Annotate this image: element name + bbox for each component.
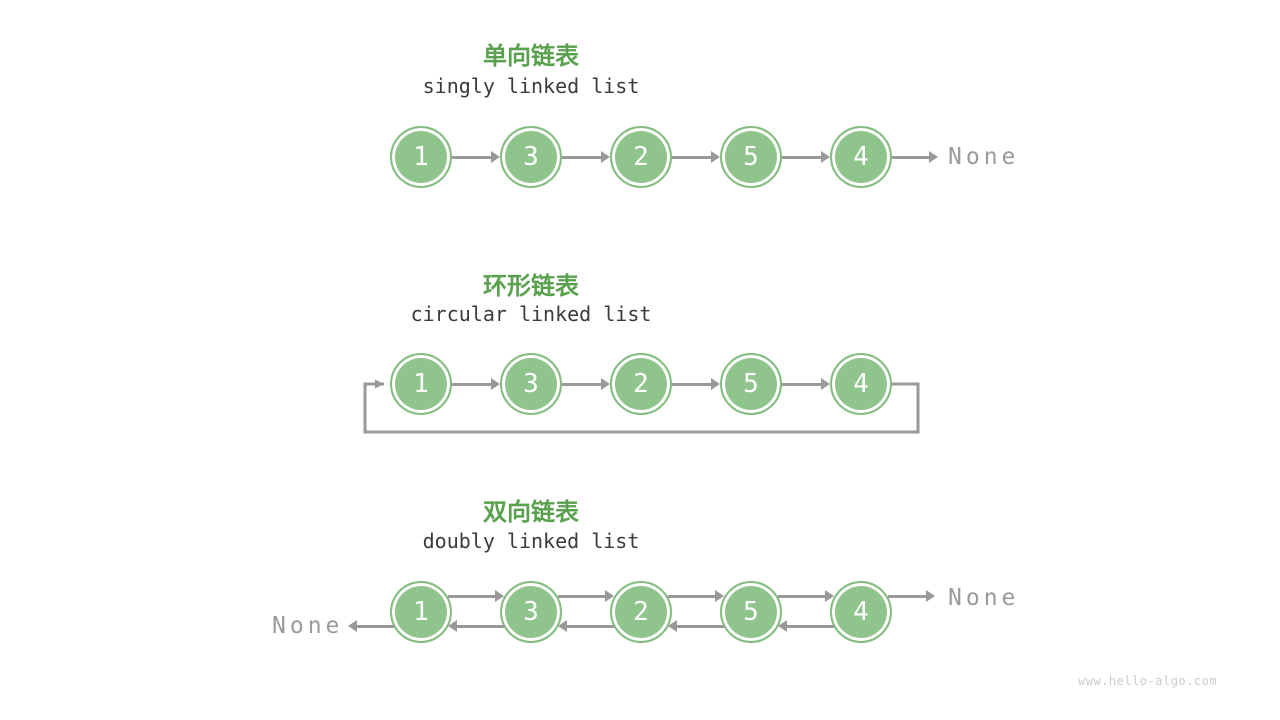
next-pointer-arrow bbox=[782, 378, 830, 390]
section-subtitle-doubly: doubly linked list bbox=[422, 529, 640, 553]
tail-none-label: None bbox=[948, 585, 1020, 611]
next-pointer-arrow bbox=[562, 151, 610, 163]
head-none-label: None bbox=[272, 613, 344, 639]
list-node: 1 bbox=[390, 581, 452, 643]
node-value: 4 bbox=[853, 142, 869, 172]
node-value: 5 bbox=[743, 597, 759, 627]
list-node: 1 bbox=[390, 126, 452, 188]
tail-none-arrow bbox=[892, 151, 938, 163]
list-node: 4 bbox=[830, 353, 892, 415]
list-node: 3 bbox=[500, 353, 562, 415]
node-value: 1 bbox=[413, 369, 429, 399]
node-value: 3 bbox=[523, 597, 539, 627]
node-value: 1 bbox=[413, 142, 429, 172]
next-pointer-arrow bbox=[558, 590, 614, 602]
list-node: 2 bbox=[610, 353, 672, 415]
section-title-circular: 环形链表 bbox=[483, 272, 579, 300]
list-node: 5 bbox=[720, 353, 782, 415]
list-node: 4 bbox=[830, 126, 892, 188]
next-pointer-arrow bbox=[452, 151, 500, 163]
section-subtitle-circular: circular linked list bbox=[410, 302, 652, 326]
watermark: www.hello-algo.com bbox=[1078, 674, 1218, 688]
list-node: 2 bbox=[610, 581, 672, 643]
node-value: 2 bbox=[633, 369, 649, 399]
list-node: 2 bbox=[610, 126, 672, 188]
tail-none-arrow bbox=[888, 590, 935, 602]
prev-pointer-arrow bbox=[668, 620, 724, 632]
list-node: 3 bbox=[500, 126, 562, 188]
next-pointer-arrow bbox=[448, 590, 504, 602]
node-value: 5 bbox=[743, 369, 759, 399]
next-pointer-arrow bbox=[668, 590, 724, 602]
next-pointer-arrow bbox=[672, 151, 720, 163]
list-node: 4 bbox=[830, 581, 892, 643]
section-title-singly: 单向链表 bbox=[483, 42, 579, 70]
next-pointer-arrow bbox=[562, 378, 610, 390]
node-value: 4 bbox=[853, 369, 869, 399]
prev-pointer-arrow bbox=[448, 620, 504, 632]
list-node: 5 bbox=[720, 581, 782, 643]
next-pointer-arrow bbox=[778, 590, 834, 602]
loop-pointer-arrow bbox=[363, 379, 920, 434]
node-value: 3 bbox=[523, 369, 539, 399]
next-pointer-arrow bbox=[452, 378, 500, 390]
node-value: 1 bbox=[413, 597, 429, 627]
list-node: 1 bbox=[390, 353, 452, 415]
section-title-doubly: 双向链表 bbox=[483, 498, 579, 526]
tail-none-label: None bbox=[948, 144, 1020, 170]
prev-pointer-arrow bbox=[558, 620, 614, 632]
section-subtitle-singly: singly linked list bbox=[422, 74, 640, 98]
node-value: 2 bbox=[633, 597, 649, 627]
node-value: 5 bbox=[743, 142, 759, 172]
prev-pointer-arrow bbox=[778, 620, 834, 632]
next-pointer-arrow bbox=[672, 378, 720, 390]
node-value: 3 bbox=[523, 142, 539, 172]
head-none-arrow bbox=[348, 620, 394, 632]
node-value: 2 bbox=[633, 142, 649, 172]
list-node: 3 bbox=[500, 581, 562, 643]
node-value: 4 bbox=[853, 597, 869, 627]
next-pointer-arrow bbox=[782, 151, 830, 163]
list-node: 5 bbox=[720, 126, 782, 188]
